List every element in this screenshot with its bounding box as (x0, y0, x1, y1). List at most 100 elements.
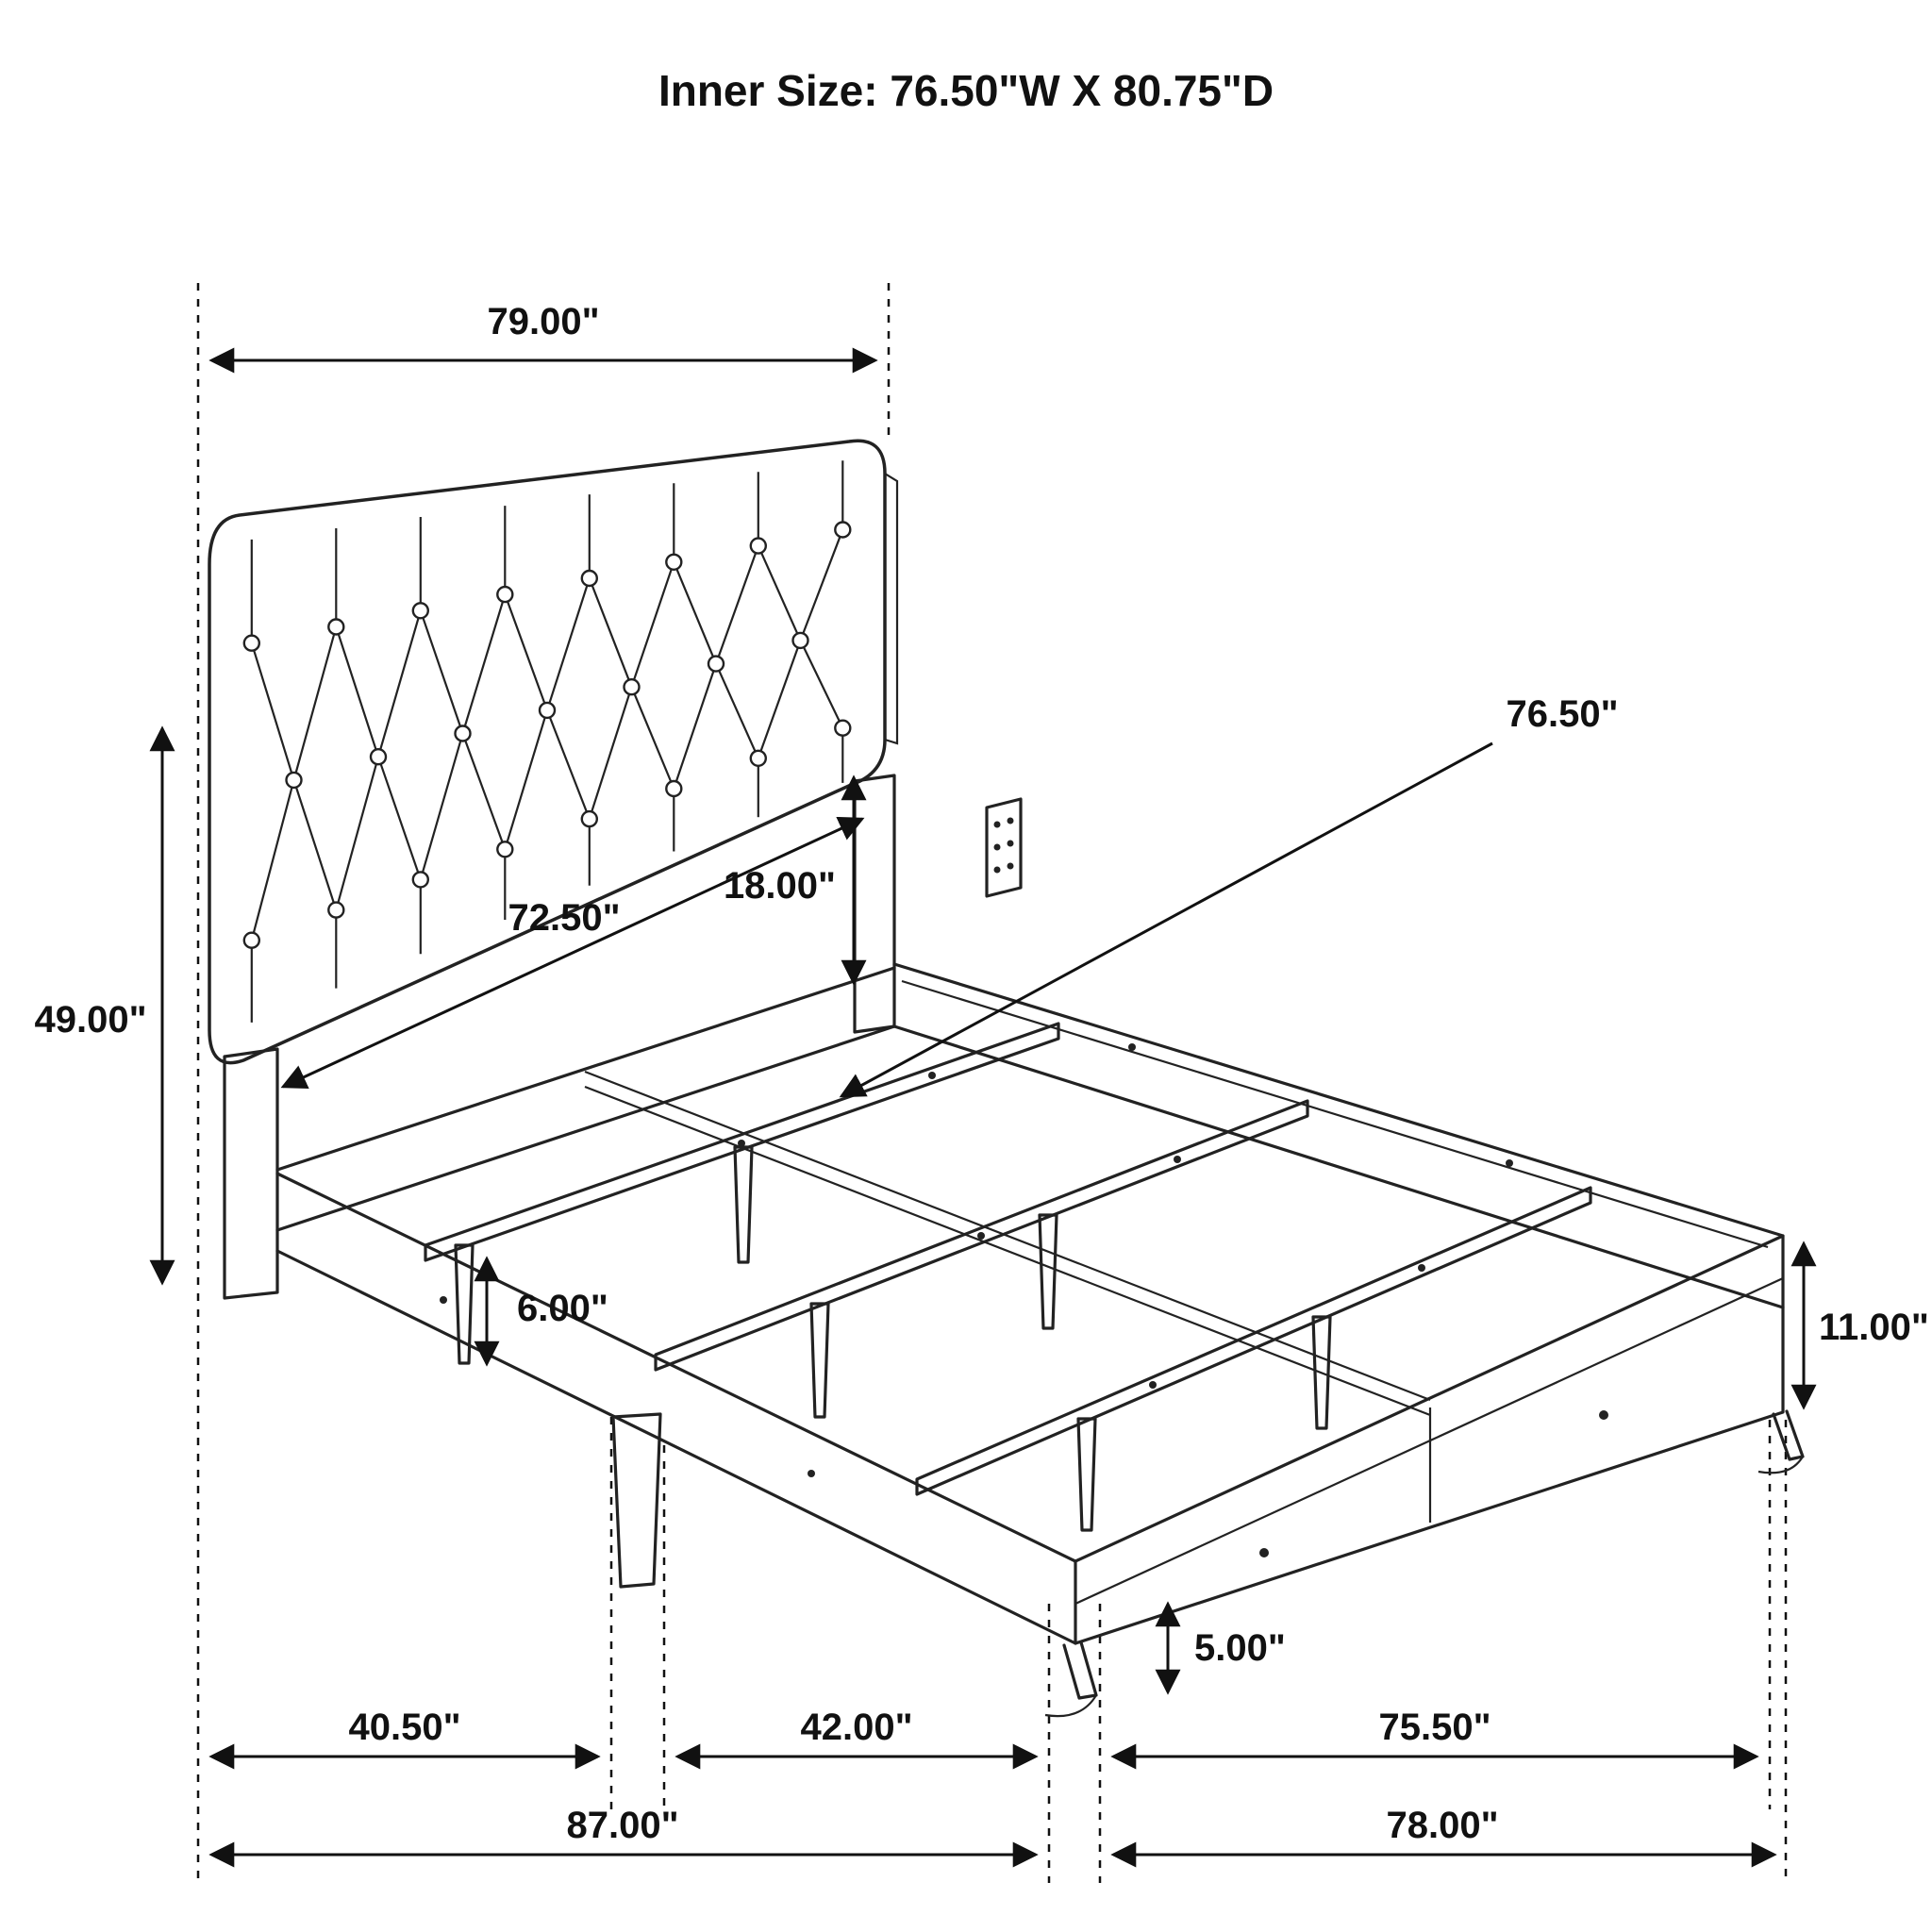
headboard-post-left (223, 1047, 279, 1300)
rail-screw-hole (1506, 1159, 1513, 1167)
tuft-pleat-line (757, 640, 802, 759)
dim-label: 6.00" (517, 1288, 608, 1329)
headboard-post-right (853, 774, 896, 1034)
slat-screw-hole (928, 1072, 936, 1079)
tuft-button (834, 521, 852, 539)
dim-slat-leg-height-6: 6.00" (474, 1256, 608, 1367)
dim-overall-width-79: 79.00" (208, 301, 878, 374)
tuft-button (285, 771, 303, 790)
slat-screw-hole (1418, 1264, 1425, 1272)
tuft-pleat-line (799, 640, 844, 729)
bracket-hole (993, 843, 1001, 851)
slat-2 (654, 1099, 1309, 1372)
tuft-pleat-line (376, 609, 422, 758)
center-support-rail (584, 1070, 1431, 1417)
tuft-button (580, 809, 598, 828)
tuft-pleat-line (545, 577, 591, 711)
bracket-hole (993, 866, 1001, 874)
tuft-button (707, 655, 725, 673)
dim-headboard-drop-18: 18.00" (724, 774, 867, 986)
dim-segment-42: 42.00" (675, 1707, 1039, 1770)
tuft-button (454, 724, 472, 742)
bracket-hole (993, 821, 1001, 828)
right-metal-leg-foot (1757, 1456, 1804, 1474)
dim-foot-width-78: 78.00" (1110, 1805, 1777, 1868)
headboard-side-edge (884, 473, 899, 745)
dim-label: 78.00" (1386, 1805, 1498, 1846)
tuft-pleat-line (250, 642, 295, 781)
tuft-button (791, 631, 809, 650)
tuft-pleat-line (673, 561, 718, 665)
front-metal-leg-foot (1044, 1694, 1097, 1718)
bed-drawing (208, 439, 1805, 1718)
slat-leg (809, 1302, 830, 1419)
front-metal-leg (1044, 1641, 1098, 1718)
tuft-pleat-line (588, 686, 633, 820)
tuft-button (496, 585, 514, 604)
tuft-pleat-line (799, 529, 844, 641)
rail-screw-hole (1128, 1043, 1136, 1051)
diagram-title: Inner Size: 76.50"W X 80.75"D (658, 66, 1274, 115)
headboard-rail (275, 966, 896, 1232)
footboard-drawers (1074, 1234, 1785, 1645)
tuft-pleat-line (588, 577, 633, 688)
slat-leg (1038, 1213, 1058, 1330)
bracket-hole (1007, 840, 1014, 847)
right-metal-leg-lines (1772, 1409, 1805, 1461)
tuft-button (496, 841, 514, 858)
bracket-hole (1007, 817, 1014, 824)
dim-label: 75.50" (1378, 1707, 1491, 1748)
tuft-pleat-line (673, 663, 718, 790)
tuft-pleat-line (292, 626, 338, 781)
dim-leader-line (839, 741, 1493, 1098)
foot-face (1074, 1234, 1785, 1645)
tuft-button (749, 749, 767, 767)
extension-lines (196, 283, 1788, 1883)
slat-leg (1311, 1315, 1332, 1430)
tuft-pleat-line (545, 709, 591, 820)
dim-label: 18.00" (724, 865, 836, 907)
side-rail-front (275, 1172, 1077, 1645)
dim-segment-40-5: 40.50" (208, 1707, 601, 1770)
bracket-hole (1007, 862, 1014, 870)
dim-overall-depth-87: 87.00" (208, 1805, 1039, 1868)
tuft-button (327, 901, 345, 919)
tuft-pleat-line (757, 545, 802, 641)
dim-slat-width-76-5: 76.50" (839, 693, 1619, 1098)
dim-label: 5.00" (1194, 1627, 1286, 1669)
dim-label: 42.00" (800, 1707, 912, 1748)
dim-label: 76.50" (1506, 693, 1618, 735)
tuft-pleat-line (335, 626, 380, 758)
side-rail-far-inner-edge (901, 979, 1769, 1249)
tuft-pleat-line (714, 663, 759, 759)
mounting-bracket (985, 797, 1023, 898)
dim-rail-height-11: 11.00" (1790, 1241, 1929, 1410)
slat-screw-hole (738, 1140, 745, 1147)
tuft-pleat-line (630, 561, 675, 688)
dim-foot-leg-height-5: 5.00" (1155, 1601, 1286, 1695)
tuft-button (665, 553, 683, 571)
headboard-panel (208, 439, 887, 1065)
tuft-button (411, 871, 429, 889)
dim-headboard-panel-72-5: 72.50" (280, 816, 865, 1090)
tuft-button (665, 779, 683, 798)
dim-label: 49.00" (34, 999, 146, 1041)
slat-screw-hole (977, 1232, 985, 1240)
slat-leg (1076, 1417, 1097, 1532)
tuft-button (623, 678, 641, 696)
slat-leg (733, 1145, 754, 1264)
tuft-pleat-line (419, 609, 464, 734)
dim-line (280, 816, 865, 1090)
slat-screw-hole (1174, 1156, 1181, 1163)
dim-headboard-height-49: 49.00" (34, 725, 175, 1286)
rail-screw-hole (440, 1296, 447, 1304)
tuft-button (411, 602, 429, 620)
dim-segment-75-5: 75.50" (1110, 1707, 1759, 1770)
tuft-button (242, 634, 260, 652)
slat-screw-hole (1149, 1381, 1157, 1389)
mounting-bracket-plate (985, 797, 1023, 898)
tuft-button (834, 719, 852, 737)
front-center-leg (611, 1412, 662, 1589)
tuft-pleat-line (461, 593, 507, 734)
